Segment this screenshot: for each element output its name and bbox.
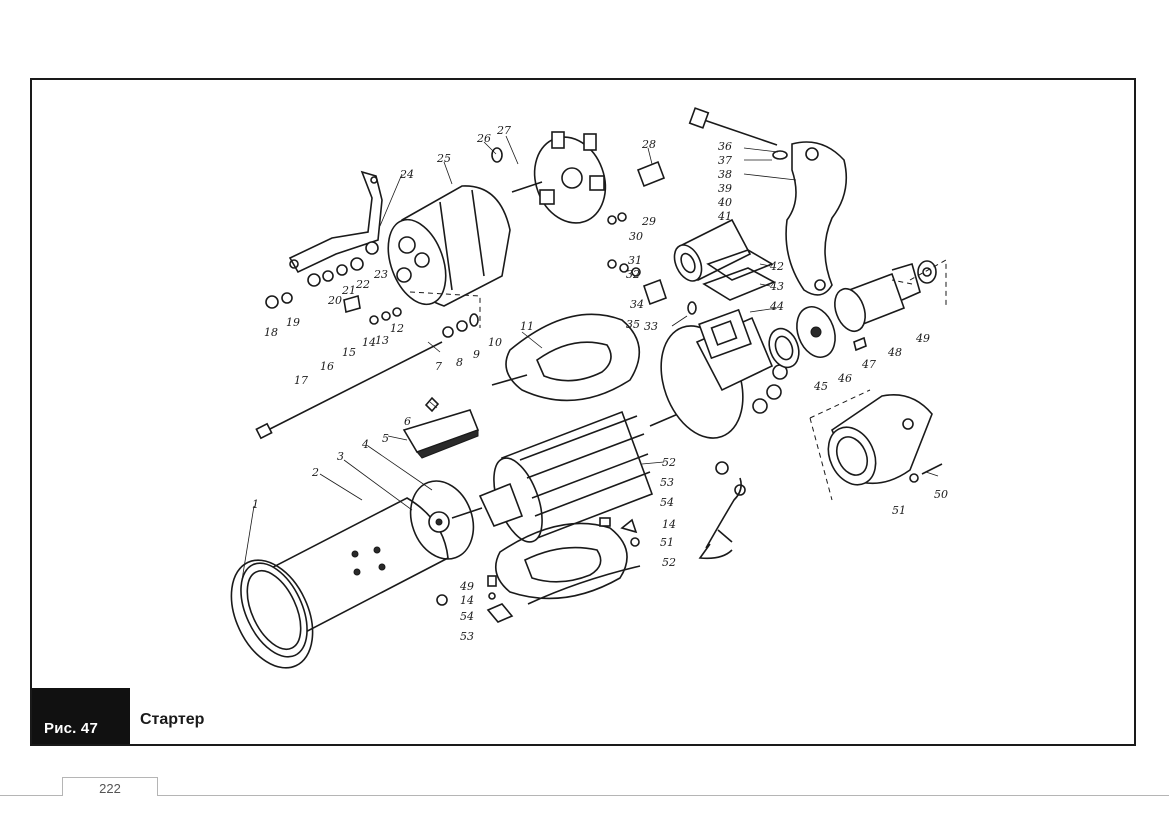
part-label: 52 [662,456,676,469]
part-label: 54 [660,496,674,509]
diagram-svg: 1 2 3 4 5 6 7 8 9 10 11 12 13 14 15 16 1… [230,107,948,669]
part-label: 53 [460,630,474,643]
part-label: 21 [341,284,356,297]
part-label: 31 [628,254,642,267]
part-label: 13 [375,334,389,347]
part-label: 51 [660,536,674,549]
part-label: 3 [337,450,344,463]
footer-rule [0,795,1169,796]
part-label: 23 [373,268,388,281]
figure-frame: 1 2 3 4 5 6 7 8 9 10 11 12 13 14 15 16 1… [30,78,1136,746]
leader-lines [241,135,939,581]
part-label: 50 [934,488,948,501]
part-label: 45 [813,380,828,393]
part-label: 20 [327,294,342,307]
part-label: 40 [717,196,732,209]
part-label: 39 [718,182,732,195]
armature [451,407,693,543]
part-label: 14 [662,518,676,531]
part-label: 29 [641,215,656,228]
part-label: 46 [837,372,852,385]
starter-exploded-diagram: 1 2 3 4 5 6 7 8 9 10 11 12 13 14 15 16 1… [32,80,1138,748]
part-label: 52 [662,556,676,569]
part-label: 48 [887,346,902,359]
pole-shoe [402,396,480,459]
part-label: 43 [769,280,784,293]
stator-housing [230,497,449,669]
part-label: 37 [718,154,732,167]
terminal-nuts-washers [265,147,697,338]
part-label: 11 [520,320,534,333]
part-label: 4 [361,438,369,451]
part-label: 6 [404,415,411,428]
part-label: 22 [355,278,370,291]
part-label: 28 [641,138,656,151]
part-label: 7 [435,360,442,373]
page-number-tab [62,777,158,796]
part-label: 49 [459,580,474,593]
rear-cover [387,185,511,328]
part-label: 25 [436,152,451,165]
part-label: 35 [626,318,640,331]
part-label: 32 [626,268,640,281]
part-callouts: 1 2 3 4 5 6 7 8 9 10 11 12 13 14 15 16 1… [252,124,948,517]
part-label: 42 [769,260,784,273]
part-label: 38 [718,168,732,181]
part-label: 30 [629,230,643,243]
drive-pinion [768,260,937,369]
part-label: 49 [915,332,930,345]
part-label: 17 [294,374,308,387]
part-label: 12 [390,322,404,335]
part-label: 1 [252,498,259,511]
part-label: 15 [342,346,356,359]
front-bracket [809,259,947,501]
connector-strap [288,170,383,274]
field-coil-lower [494,522,641,605]
part-label: 14 [460,594,474,607]
page-number: 222 [99,781,121,796]
figure-number: Рис. 47 [44,720,98,737]
part-label: 36 [718,140,732,153]
part-label: 24 [399,168,414,181]
through-bolt [255,341,443,440]
part-label: 34 [630,298,644,311]
part-label: 41 [717,210,732,223]
drive-housing [660,308,788,439]
part-callouts-extra: 14 51 52 49 14 54 53 [459,518,676,643]
part-label: 33 [644,320,658,333]
part-label: 9 [473,348,480,361]
figure-title: Стартер [140,711,205,728]
mounting-bracket [688,107,848,296]
part-label: 53 [660,476,674,489]
part-label: 47 [861,358,876,371]
figure-number-badge: Рис. 47 [32,688,130,744]
part-label: 14 [362,336,376,349]
part-label: 54 [460,610,474,623]
part-label: 10 [488,336,502,349]
part-label: 5 [382,432,389,445]
part-label: 8 [456,356,463,369]
part-label: 2 [311,466,319,479]
part-label: 26 [476,132,491,145]
part-label: 16 [320,360,334,373]
end-cover-ring [409,480,475,560]
field-coil-upper [491,313,641,402]
part-label: 18 [264,326,278,339]
part-label: 51 [892,504,906,517]
part-label: 44 [769,300,784,313]
small-fasteners [436,336,943,623]
part-label: 19 [286,316,300,329]
solenoid-relay [673,218,776,301]
part-label: 27 [496,124,511,137]
brush-holder-plate [511,131,666,224]
